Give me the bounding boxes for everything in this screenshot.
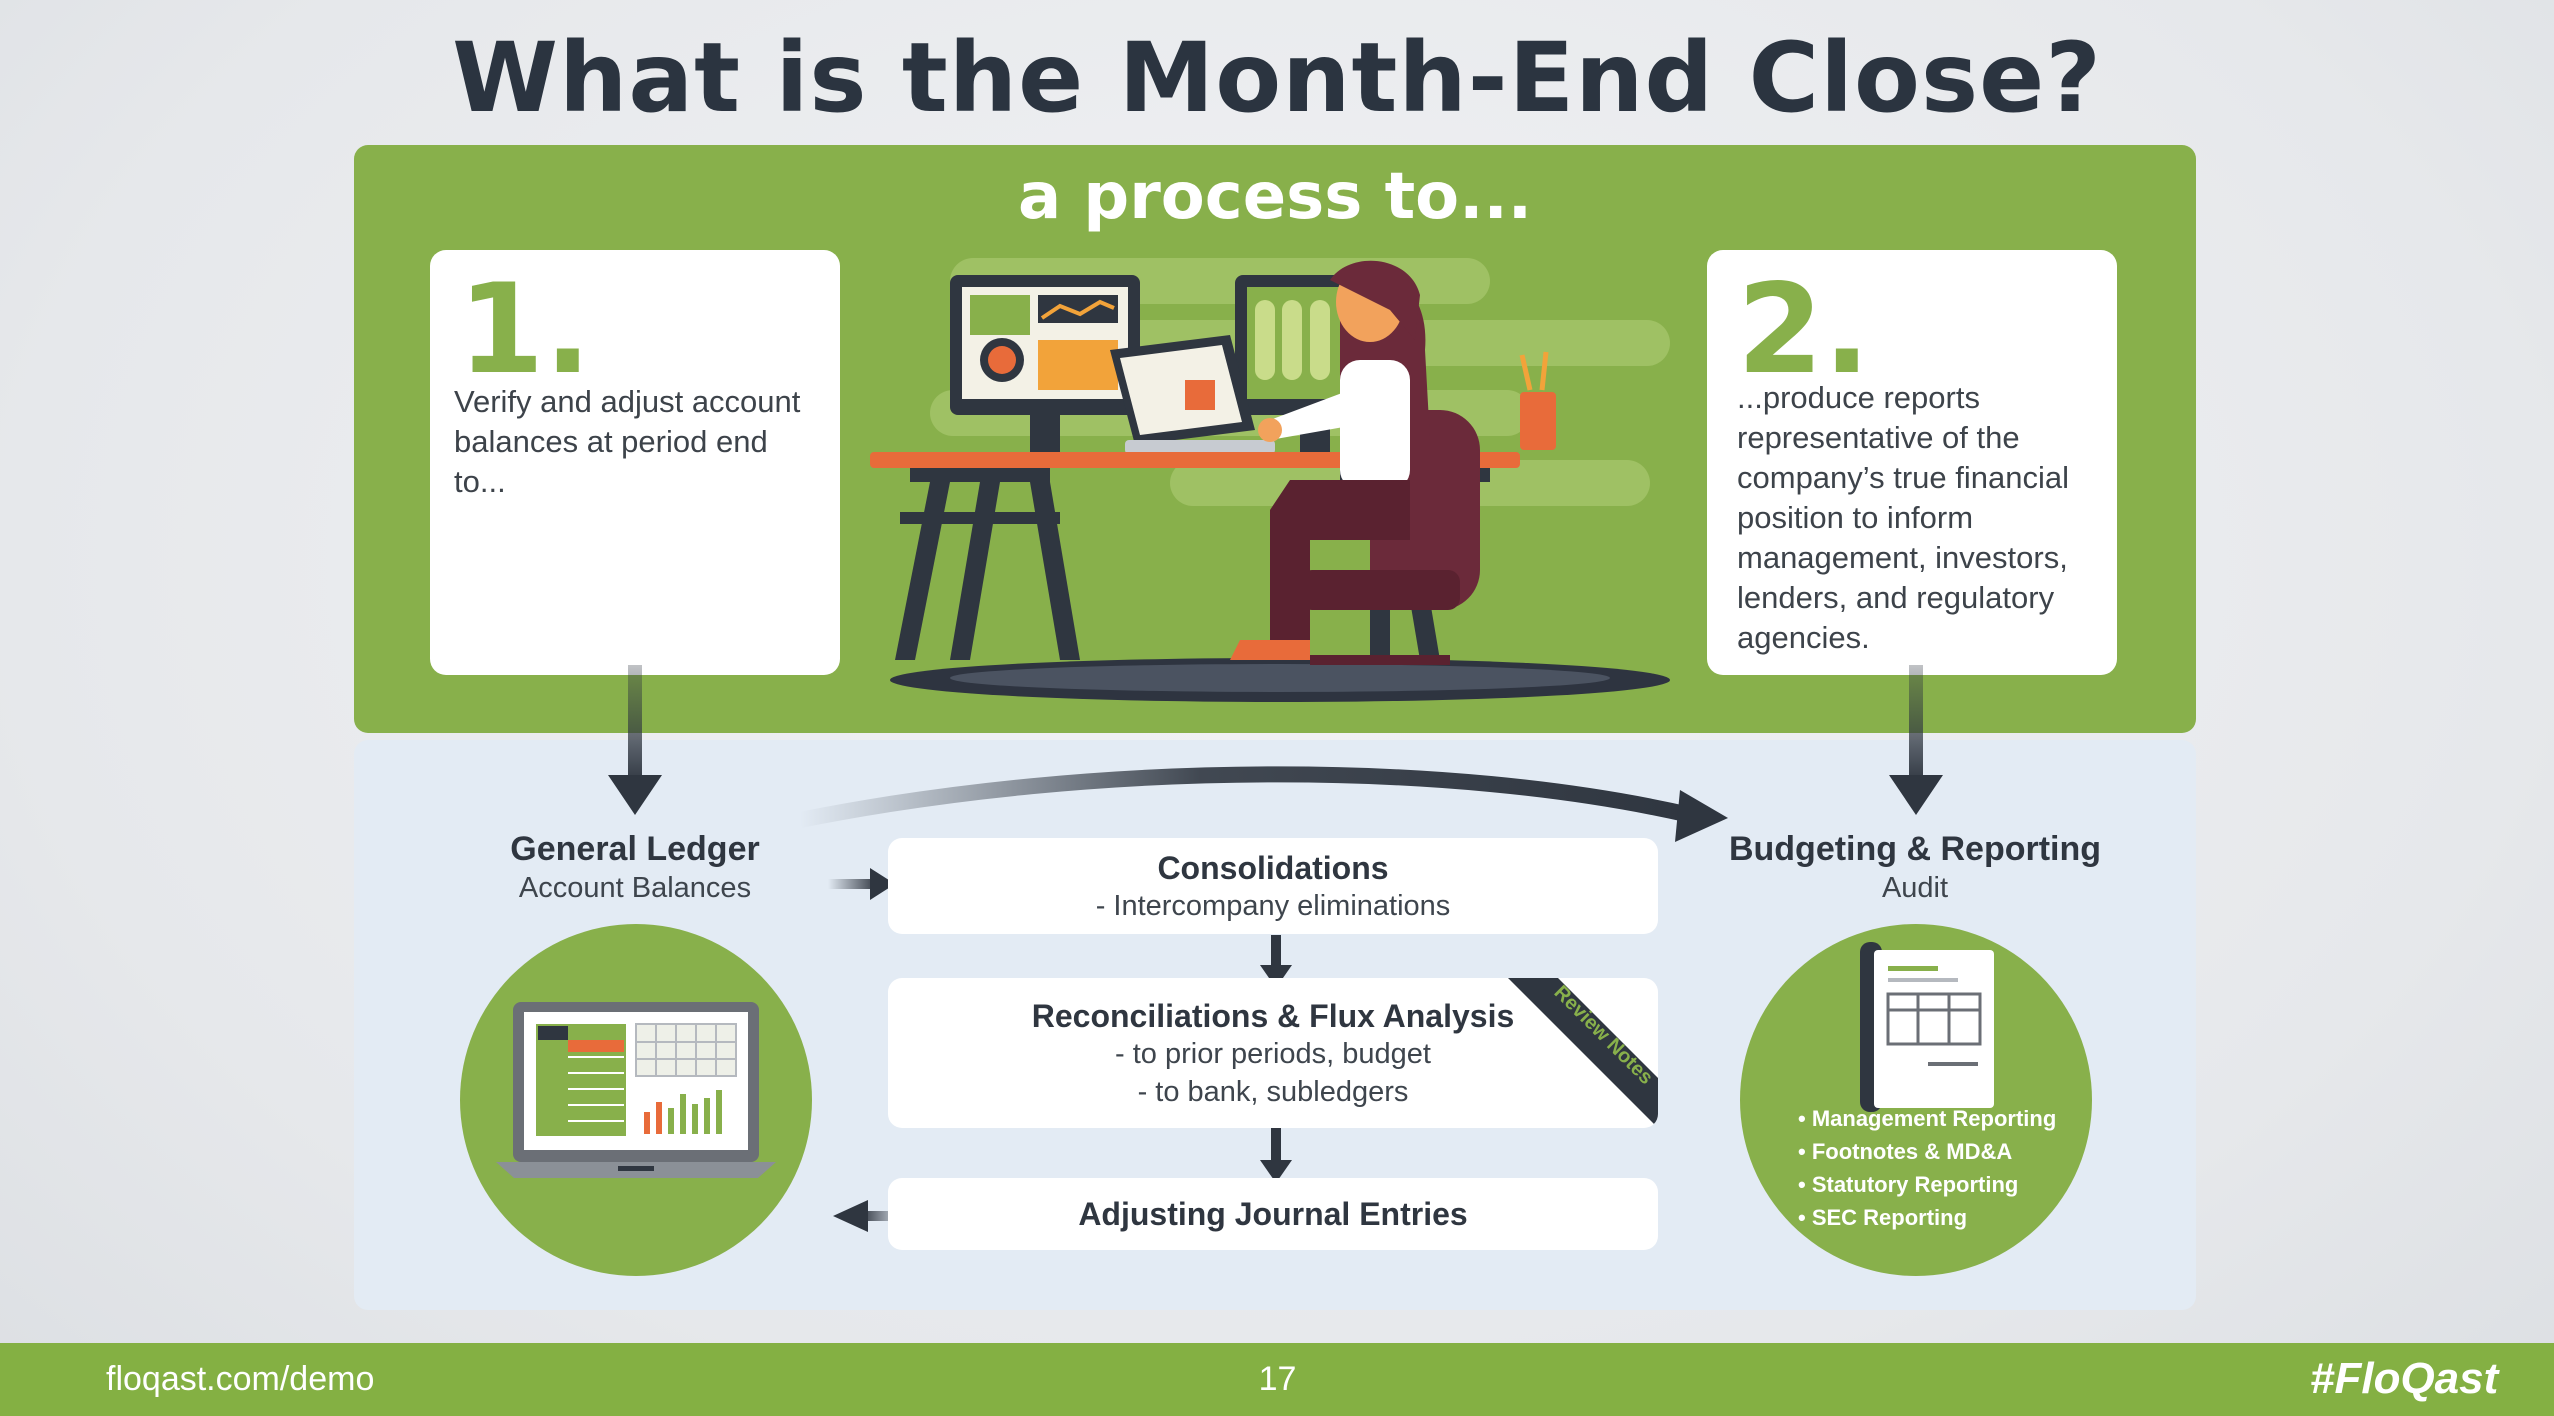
reconciliations-detail-2: - to bank, subledgers xyxy=(1137,1076,1409,1108)
step-2-card: 2. ...produce reports representative of … xyxy=(1707,250,2117,675)
adjusting-entries-box: Adjusting Journal Entries xyxy=(888,1178,1658,1250)
bullet-statutory-reporting: • Statutory Reporting xyxy=(1798,1172,2019,1197)
accountant-at-desk-illustration xyxy=(870,258,1670,702)
report-document-icon xyxy=(1740,924,2092,1276)
report-bullet-list: • Management Reporting • Footnotes & MD&… xyxy=(1798,1102,2078,1234)
footer-bar: floqast.com/demo 17 #FloQast xyxy=(0,1343,2554,1416)
process-subtitle: a process to... xyxy=(1017,160,1533,234)
consolidations-box: Consolidations - Intercompany eliminatio… xyxy=(888,838,1658,934)
general-ledger-laptop-icon xyxy=(460,924,812,1276)
slide-title: What is the Month-End Close? xyxy=(452,22,2102,134)
consolidations-detail: - Intercompany eliminations xyxy=(1095,890,1451,922)
bullet-management-reporting: • Management Reporting xyxy=(1798,1106,2057,1131)
step-1-text: Verify and adjust account balances at pe… xyxy=(454,384,801,499)
general-ledger-subtitle: Account Balances xyxy=(518,872,752,904)
review-notes-ribbon xyxy=(1508,978,1658,1128)
adjusting-entries-title: Adjusting Journal Entries xyxy=(1078,1196,1468,1232)
floqast-logo: #FloQast xyxy=(2310,1354,2499,1403)
consolidations-title: Consolidations xyxy=(1157,850,1389,886)
step-2-number: 2. xyxy=(1737,258,1871,402)
bullet-sec-reporting: • SEC Reporting xyxy=(1798,1205,1968,1230)
step-2-text: ...produce reports representative of the… xyxy=(1737,380,2069,655)
reconciliations-box: Reconciliations & Flux Analysis - to pri… xyxy=(888,978,1658,1128)
budgeting-reporting-title: Budgeting & Reporting xyxy=(1728,830,2102,868)
general-ledger-title: General Ledger xyxy=(510,830,760,868)
reconciliations-title: Reconciliations & Flux Analysis xyxy=(1031,998,1515,1034)
budgeting-reporting-subtitle: Audit xyxy=(1881,872,1949,904)
step-1-number: 1. xyxy=(458,258,592,402)
bullet-footnotes-mda: • Footnotes & MD&A xyxy=(1798,1139,2013,1164)
reconciliations-detail-1: - to prior periods, budget xyxy=(1115,1038,1431,1070)
footer-url[interactable]: floqast.com/demo xyxy=(106,1360,375,1398)
page-number: 17 xyxy=(1258,1360,1297,1398)
step-1-card: 1. Verify and adjust account balances at… xyxy=(430,250,840,675)
